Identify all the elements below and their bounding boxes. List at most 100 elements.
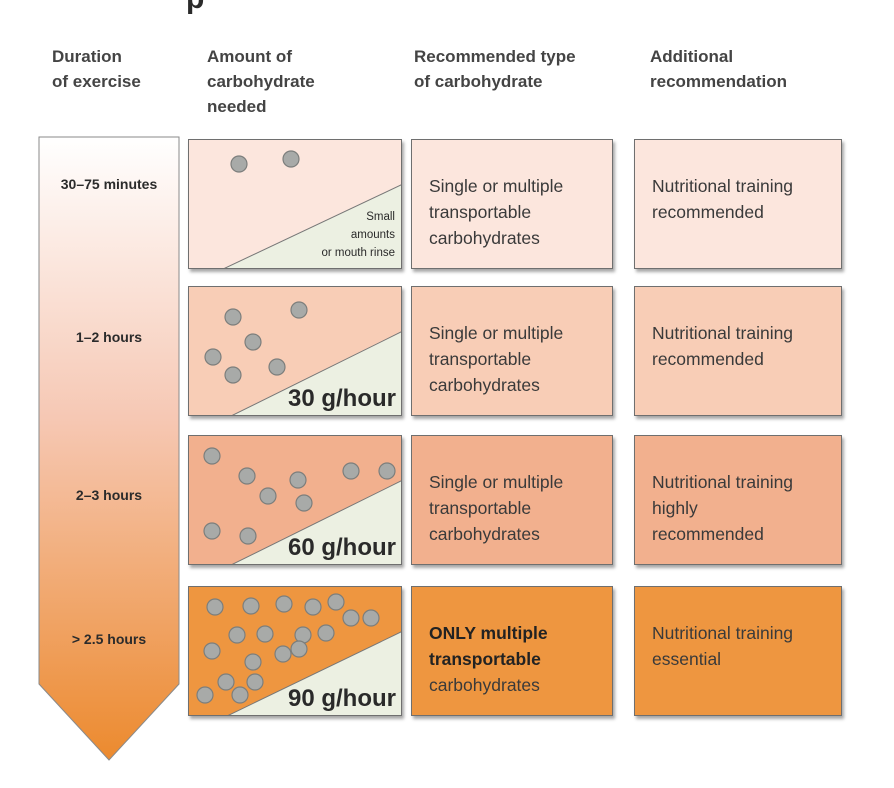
amount-value: 90 g/hour	[287, 685, 396, 712]
additional-text: Nutritional training recommended	[652, 173, 793, 225]
additional-line: Nutritional training	[652, 176, 794, 196]
header-line: of exercise	[52, 72, 141, 91]
type-cell-row-3: Single or multiple transportable carbohy…	[411, 435, 613, 565]
type-line: transportable	[429, 202, 532, 222]
header-line: Amount of	[207, 47, 292, 66]
carb-dot	[342, 609, 360, 627]
additional-cell-row-4: Nutritional training essential	[634, 586, 842, 716]
additional-text: Nutritional training recommended	[652, 320, 793, 372]
carb-dot	[224, 366, 242, 384]
additional-cell-row-3: Nutritional training highly recommended	[634, 435, 842, 565]
header-line: Recommended type	[414, 47, 576, 66]
type-cell-row-4: ONLY multiple transportable carbohydrate…	[411, 586, 613, 716]
carb-dot	[259, 487, 277, 505]
additional-line: essential	[652, 649, 722, 669]
additional-line: highly	[652, 498, 698, 518]
amount-wedge	[224, 184, 401, 268]
carb-dots-graphic	[196, 593, 401, 715]
amount-cell-row-4: 90 g/hour	[188, 586, 402, 716]
column-header-duration: Duration of exercise	[52, 44, 141, 94]
type-line: transportable	[429, 649, 541, 669]
type-line: ONLY multiple	[429, 623, 548, 643]
carb-dots	[204, 301, 308, 384]
header-line: of carbohydrate	[414, 72, 543, 91]
type-line: Single or multiple	[429, 176, 564, 196]
carb-dot	[206, 598, 224, 616]
carb-dots-graphic	[203, 447, 401, 564]
amount-note-line: amounts	[350, 229, 395, 241]
type-line: carbohydrates	[429, 675, 540, 695]
carb-dot	[231, 686, 249, 704]
carb-dots-graphic	[224, 150, 401, 268]
carb-dot	[342, 462, 360, 480]
type-text: Single or multiple transportable carbohy…	[429, 320, 563, 398]
header-line: recommendation	[650, 72, 787, 91]
carb-dots	[196, 593, 380, 704]
amount-value: 60 g/hour	[287, 534, 396, 561]
carb-dot	[230, 155, 248, 173]
carb-dot	[362, 609, 380, 627]
carb-dot	[244, 653, 262, 671]
carb-dot	[203, 642, 221, 660]
carb-dots	[230, 150, 300, 173]
carb-dot	[282, 150, 300, 168]
additional-line: Nutritional training	[652, 323, 794, 343]
carb-dot	[304, 598, 322, 616]
column-header-type: Recommended type of carbohydrate	[414, 44, 576, 94]
duration-label-row-2: 1–2 hours	[75, 329, 143, 345]
carb-dot	[290, 640, 308, 658]
carb-dot	[378, 462, 396, 480]
carb-dot	[224, 308, 242, 326]
amount-cell-row-2: 30 g/hour	[188, 286, 402, 416]
type-text: Single or multiple transportable carbohy…	[429, 469, 563, 547]
column-header-amount: Amount of carbohydrate needed	[207, 44, 315, 119]
additional-line: Nutritional training	[652, 623, 794, 643]
amount-cell-row-3: 60 g/hour	[188, 435, 402, 565]
carb-dots	[203, 447, 396, 545]
additional-line: recommended	[652, 202, 764, 222]
carb-dot	[317, 624, 335, 642]
carb-dot	[295, 494, 313, 512]
type-cell-row-2: Single or multiple transportable carbohy…	[411, 286, 613, 416]
type-line: Single or multiple	[429, 323, 564, 343]
carb-dot	[290, 301, 308, 319]
page-header: p	[0, 0, 894, 22]
carb-dot	[228, 626, 246, 644]
carb-dot	[238, 467, 256, 485]
amount-note-line: or mouth rinse	[321, 247, 395, 259]
amount-wedge	[231, 331, 401, 415]
carb-dot	[275, 595, 293, 613]
header-line: Additional	[650, 47, 734, 66]
amount-note: Small amounts or mouth rinse	[275, 208, 395, 262]
duration-arrow	[38, 136, 180, 761]
type-line: Single or multiple	[429, 472, 564, 492]
duration-label-row-4: > 2.5 hours	[71, 631, 147, 647]
amount-note-line: Small	[366, 211, 395, 223]
column-header-additional: Additional recommendation	[650, 44, 787, 94]
carb-dot	[268, 358, 286, 376]
carb-dot	[289, 471, 307, 489]
additional-line: recommended	[652, 524, 764, 544]
additional-text: Nutritional training highly recommended	[652, 469, 793, 547]
carb-dot	[204, 348, 222, 366]
carb-dot	[242, 597, 260, 615]
carb-dot	[327, 593, 345, 611]
duration-arrow-shape	[38, 136, 180, 761]
additional-cell-row-1: Nutritional training recommended	[634, 139, 842, 269]
carb-dots-graphic	[204, 301, 401, 415]
carb-dot	[256, 625, 274, 643]
amount-wedge	[231, 480, 401, 564]
additional-line: Nutritional training	[652, 472, 794, 492]
amount-value: 30 g/hour	[287, 385, 396, 412]
type-line: carbohydrates	[429, 228, 540, 248]
amount-cell-row-1: Small amounts or mouth rinse	[188, 139, 402, 269]
carb-dot	[203, 522, 221, 540]
duration-label-row-3: 2–3 hours	[75, 487, 143, 503]
amount-wedge	[227, 631, 401, 715]
type-line: transportable	[429, 498, 532, 518]
carb-dot	[217, 673, 235, 691]
additional-text: Nutritional training essential	[652, 620, 793, 672]
type-text: Single or multiple transportable carbohy…	[429, 173, 563, 251]
header-line: Duration	[52, 47, 122, 66]
header-line: needed	[207, 97, 267, 116]
